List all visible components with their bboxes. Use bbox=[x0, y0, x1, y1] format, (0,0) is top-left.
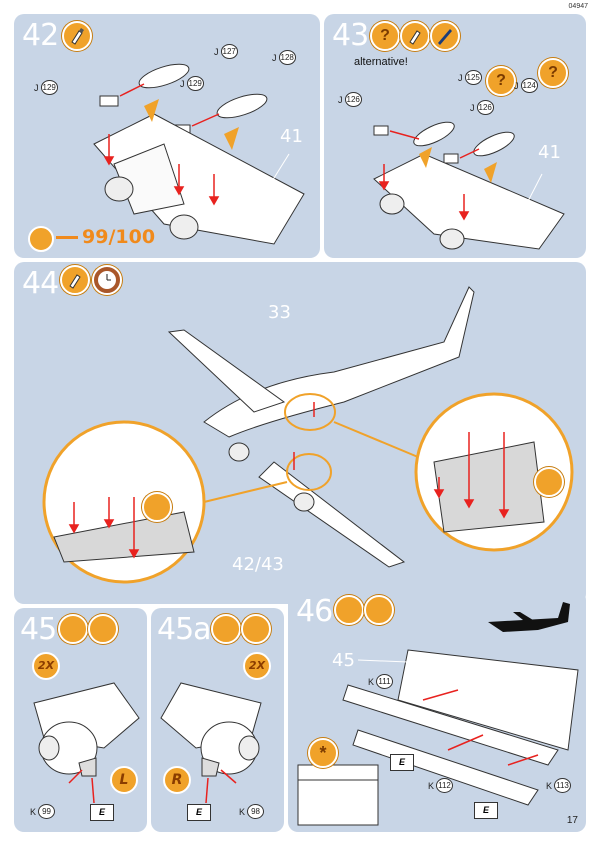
glue-icon bbox=[58, 614, 88, 644]
paint-icon bbox=[430, 21, 460, 51]
reference-label: 41 bbox=[280, 126, 303, 147]
step-number: 42 bbox=[22, 18, 59, 53]
step-44-illustration bbox=[42, 286, 574, 584]
glue-icon bbox=[211, 614, 241, 644]
glue-icon bbox=[142, 492, 172, 522]
glue-icon bbox=[62, 21, 92, 51]
alternative-note: alternative! bbox=[354, 56, 408, 68]
question-icon: ? bbox=[538, 58, 568, 88]
multiplier-badge: 2X bbox=[32, 652, 60, 680]
page-number: 17 bbox=[566, 815, 578, 826]
reference-label: 45 bbox=[332, 650, 355, 671]
step-45-illustration bbox=[33, 682, 140, 804]
reference-label: 41 bbox=[538, 142, 561, 163]
paint-icon bbox=[364, 595, 394, 625]
clock-icon bbox=[92, 265, 122, 295]
step-44-panel: 44 33 42/43 bbox=[14, 262, 586, 604]
sprue-flag: E bbox=[187, 804, 211, 821]
step-number: 43 bbox=[332, 18, 369, 53]
multiplier-badge: 2X bbox=[243, 652, 271, 680]
finished-model-icon bbox=[28, 226, 54, 252]
sprue-flag: E bbox=[390, 754, 414, 771]
sprue-flag: E bbox=[90, 804, 114, 821]
part-label-top: 33 bbox=[268, 302, 291, 323]
paint-icon bbox=[241, 614, 271, 644]
side-badge: R bbox=[163, 766, 191, 794]
asterisk-icon: * bbox=[308, 738, 338, 768]
goto-arrow bbox=[56, 236, 78, 239]
glue-icon bbox=[534, 467, 564, 497]
step-43-illustration bbox=[373, 121, 565, 250]
step-number: 45a bbox=[157, 612, 212, 647]
step-46-illustration bbox=[297, 602, 579, 826]
question-icon: ? bbox=[370, 21, 400, 51]
goto-step-label: 99/100 bbox=[82, 226, 156, 248]
step-number: 45 bbox=[20, 612, 57, 647]
step-number: 46 bbox=[296, 594, 333, 629]
paint-icon bbox=[88, 614, 118, 644]
step-45a-illustration bbox=[160, 682, 262, 804]
page-code: 04947 bbox=[568, 3, 588, 10]
glue-icon bbox=[400, 21, 430, 51]
sprue-flag: E bbox=[474, 802, 498, 819]
question-icon: ? bbox=[486, 66, 516, 96]
part-label-bottom: 42/43 bbox=[232, 554, 284, 575]
glue-icon bbox=[334, 595, 364, 625]
side-badge: L bbox=[110, 766, 138, 794]
step-42-illustration bbox=[93, 63, 305, 245]
step-number: 44 bbox=[22, 266, 59, 301]
glue-icon bbox=[60, 265, 90, 295]
